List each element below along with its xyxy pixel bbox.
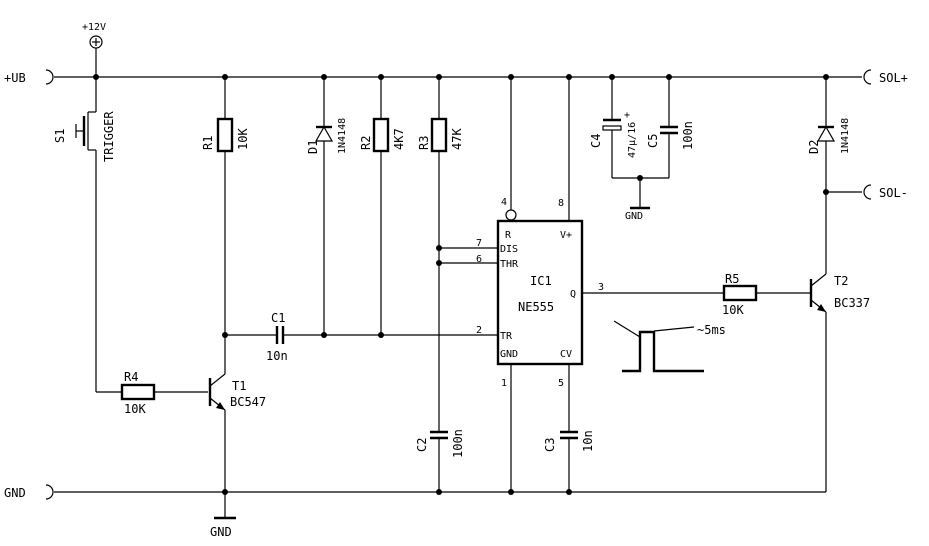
s1-ref: S1 — [53, 129, 67, 143]
ground-symbol — [214, 492, 236, 520]
ic-pin-cv: CV — [560, 349, 572, 360]
c4-c5-gnd-label: GND — [625, 211, 643, 222]
pin-8-number: 8 — [558, 198, 564, 209]
r5-ref: R5 — [725, 272, 739, 286]
gnd-label-left: GND — [4, 486, 26, 500]
r3-value: 47K — [450, 128, 464, 150]
t2-ref: T2 — [834, 274, 848, 288]
c4-ref: C4 — [589, 134, 603, 148]
c3-capacitor — [560, 430, 578, 492]
c5-value: 100n — [681, 121, 695, 150]
s1-name: TRIGGER — [102, 111, 116, 162]
r4-resistor — [96, 383, 208, 401]
sol-minus-label: SOL- — [879, 186, 908, 200]
r2-value: 4K7 — [392, 128, 406, 150]
pin-7-number: 7 — [476, 238, 482, 249]
c3-value: 10n — [581, 430, 595, 452]
c4-c5-ground — [612, 177, 669, 210]
pin-4-number: 4 — [501, 197, 507, 208]
d1-ref: D1 — [306, 140, 320, 154]
r4-ref: R4 — [124, 370, 138, 384]
r1-value: 10K — [236, 128, 250, 150]
c5-ref: C5 — [646, 134, 660, 148]
ic-name: NE555 — [518, 300, 554, 314]
c4-plus: + — [624, 110, 630, 121]
r1-ref: R1 — [201, 136, 215, 150]
c2-ref: C2 — [415, 438, 429, 452]
c2-value: 100n — [451, 429, 465, 458]
s1-pushbutton — [75, 77, 97, 392]
r5-resistor — [722, 284, 810, 302]
c1-value: 10n — [266, 349, 288, 363]
t1-transistor — [208, 338, 226, 492]
gnd-label-bottom: GND — [210, 525, 232, 539]
ic-pin-gnd: GND — [500, 349, 518, 360]
d2-diode — [816, 77, 872, 200]
pin-1-number: 1 — [501, 378, 507, 389]
ic-pin-r: R — [505, 230, 512, 241]
c4-value: 47µ/16 — [627, 122, 638, 158]
ic1-ne555 — [496, 77, 724, 492]
ic-pin-q: Q — [570, 289, 576, 300]
t2-value: BC337 — [834, 296, 870, 310]
t1-value: BC547 — [230, 395, 266, 409]
supply-rail — [45, 69, 872, 85]
pin-5-number: 5 — [558, 378, 564, 389]
pulse-label: ~5ms — [697, 323, 726, 337]
junction-dots — [93, 74, 829, 495]
ic-pin-dis: DIS — [500, 244, 518, 255]
d1-diode — [314, 77, 334, 335]
c5-capacitor — [660, 77, 678, 178]
pin-6-number: 6 — [476, 254, 482, 265]
ic-pin-vplus: V+ — [560, 230, 572, 241]
c2-capacitor — [430, 430, 448, 492]
r2-resistor — [372, 77, 390, 335]
c3-ref: C3 — [543, 438, 557, 452]
r4-value: 10K — [124, 402, 146, 416]
v12-terminal — [89, 35, 103, 77]
d1-value: 1N4148 — [337, 118, 348, 154]
t2-transistor — [809, 193, 827, 492]
r1-resistor — [216, 77, 234, 338]
v12-label: +12V — [82, 22, 106, 33]
c4-capacitor — [602, 77, 622, 178]
r2-ref: R2 — [359, 136, 373, 150]
ic-ref: IC1 — [530, 274, 552, 288]
r3-ref: R3 — [417, 136, 431, 150]
ic-pin-tr: TR — [500, 331, 513, 342]
pin-3-number: 3 — [598, 282, 604, 293]
r3-resistor — [430, 77, 448, 432]
r5-value: 10K — [722, 303, 744, 317]
pin-2-number: 2 — [476, 325, 482, 336]
ic-pin-thr: THR — [500, 259, 519, 270]
c1-ref: C1 — [271, 311, 285, 325]
d2-ref: D2 — [807, 140, 821, 154]
c1-capacitor — [225, 326, 498, 344]
ub-label: +UB — [4, 71, 26, 85]
sol-plus-label: SOL+ — [879, 71, 908, 85]
pulse-waveform — [613, 320, 704, 373]
d2-value: 1N4148 — [840, 118, 851, 154]
t1-ref: T1 — [232, 379, 246, 393]
